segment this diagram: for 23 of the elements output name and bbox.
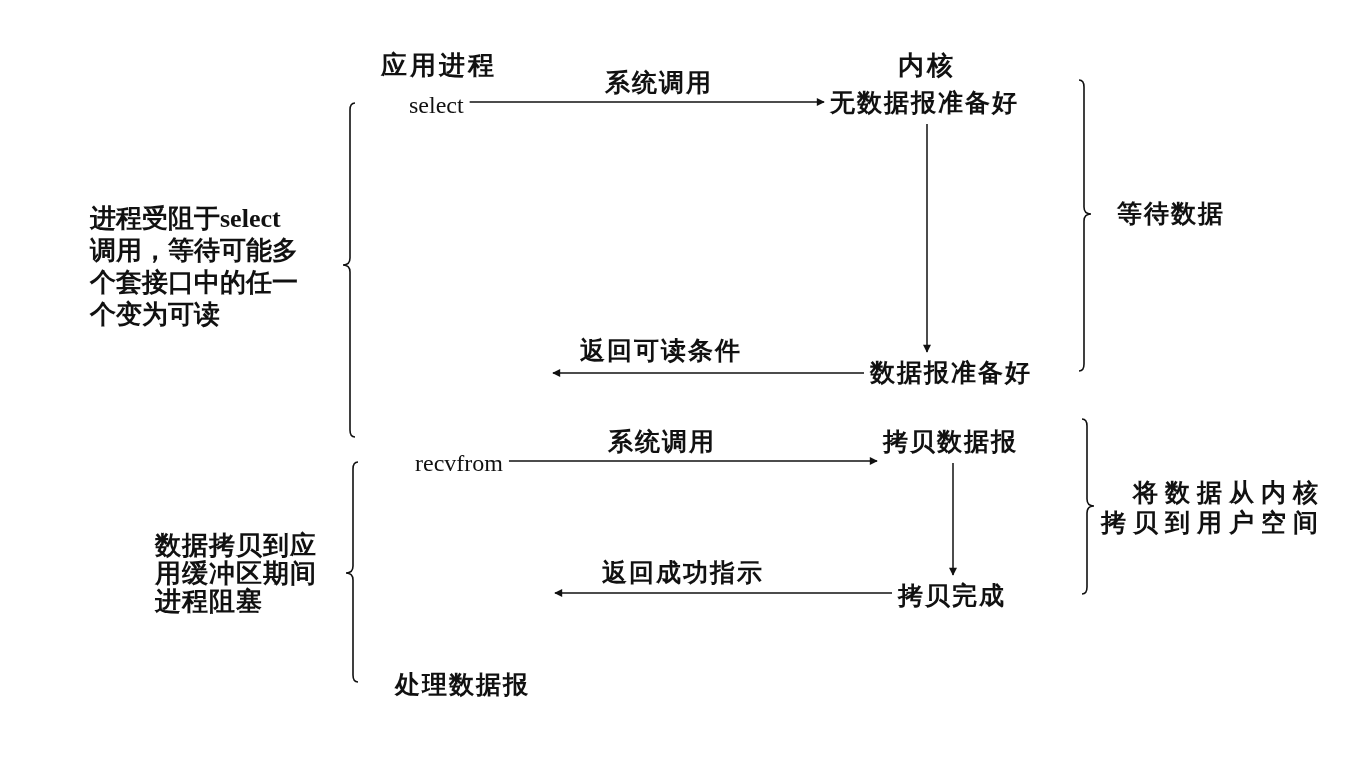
kernel-state-text: 数据报准备好 [870, 358, 1032, 388]
arrow [554, 589, 893, 597]
kernel-state-text: 拷贝数据报 [883, 427, 1018, 457]
annotation-text: 数据拷贝到应用缓冲区期间进程阻塞 [155, 531, 318, 615]
edge-label: 系统调用 [608, 427, 716, 457]
arrow [552, 369, 865, 377]
kernel-state-text: 无数据报准备好 [830, 88, 1019, 118]
step-text: 处理数据报 [395, 670, 530, 700]
arrow [468, 98, 825, 106]
column-header: 内核 [898, 50, 956, 80]
function-call-text: recvfrom [415, 449, 503, 477]
annotation-text: 等待数据 [1117, 199, 1225, 229]
edge-label: 系统调用 [605, 68, 713, 98]
column-header: 应用进程 [381, 50, 497, 80]
edge-label: 返回可读条件 [580, 336, 742, 366]
annotation-text: 进程受阻于select调用，等待可能多个套接口中的任一个变为可读 [90, 203, 299, 331]
annotation-text: 将数据从内核拷贝到用户空间 [1099, 478, 1326, 538]
arrow [508, 457, 878, 465]
kernel-state-text: 拷贝完成 [898, 581, 1006, 611]
edge-label: 返回成功指示 [602, 558, 764, 588]
arrow [923, 123, 931, 353]
function-call-text: select [409, 91, 464, 119]
arrow [949, 462, 957, 576]
